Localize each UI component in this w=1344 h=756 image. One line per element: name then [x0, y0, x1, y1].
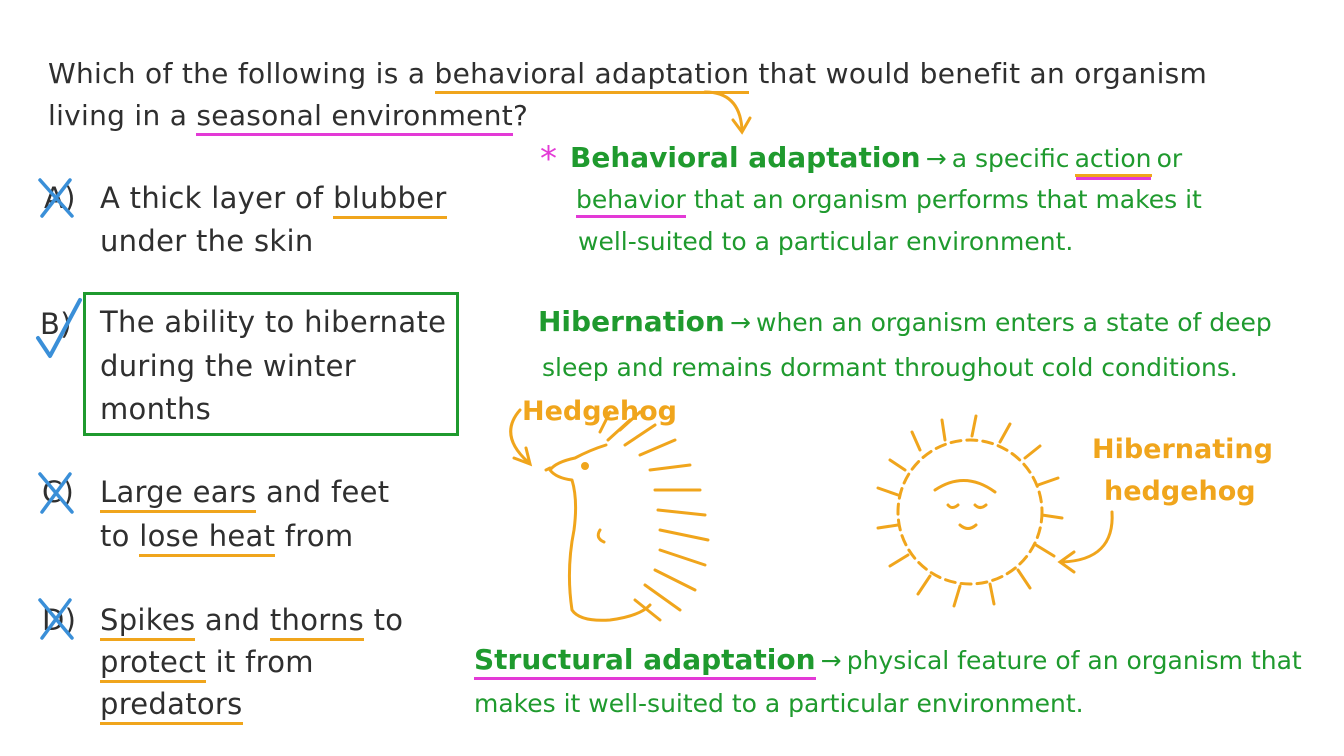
arrow-icon: → — [925, 144, 947, 173]
hedgehog-illustration — [544, 410, 710, 622]
hedgehog-label: Hedgehog — [522, 396, 677, 427]
definition-text: when an organism enters a state of deep — [756, 308, 1272, 337]
hibernating-label-line-2: hedgehog — [1104, 476, 1256, 507]
option-c-line-1[interactable]: Large ears and feet — [100, 475, 390, 513]
option-text: from — [275, 519, 354, 553]
question-text: that would benefit an organism — [758, 57, 1208, 90]
option-text: it from — [206, 645, 314, 679]
highlight-spikes: Spikes — [100, 603, 196, 641]
option-b-line-2[interactable]: during the winter — [100, 349, 356, 383]
definition-text: or — [1156, 144, 1183, 173]
hibernation-def-line-2: sleep and remains dormant throughout col… — [542, 353, 1238, 382]
option-b-line-1[interactable]: The ability to hibernate — [100, 305, 447, 339]
hibernating-hedgehog-illustration — [876, 414, 1064, 608]
question-text: living in a — [48, 99, 188, 132]
structural-def-line-1: Structural adaptation → physical feature… — [474, 643, 1302, 680]
question-line-2: living in a seasonal environment? — [48, 99, 529, 136]
arrow-icon: → — [820, 646, 842, 675]
highlight-lose-heat: lose heat — [139, 519, 276, 557]
option-c-line-2[interactable]: to lose heat from — [100, 519, 354, 557]
highlight-ears: ears — [183, 475, 257, 513]
option-d-line-3[interactable]: predators — [100, 687, 243, 725]
highlight-predators: predators — [100, 687, 243, 725]
hibernation-def-line-1: Hibernation → when an organism enters a … — [538, 305, 1272, 338]
behavioral-def-line-2: behavior that an organism performs that … — [576, 185, 1202, 218]
definition-text: a specific — [951, 144, 1070, 173]
question-line-1: Which of the following is a behavioral a… — [48, 57, 1208, 94]
structural-def-line-2: makes it well-suited to a particular env… — [474, 689, 1084, 718]
option-c-letter[interactable]: C) — [42, 475, 75, 509]
option-text: to — [100, 519, 140, 553]
highlight-thorns: thorns — [269, 603, 365, 641]
option-text: to — [364, 603, 404, 637]
definition-text: that an organism performs that makes it — [693, 185, 1202, 214]
option-d-line-1[interactable]: Spikes and thorns to — [100, 603, 404, 641]
definition-text: physical feature of an organism that — [846, 646, 1302, 675]
curved-arrow-icon — [703, 90, 752, 135]
option-b-line-3[interactable]: months — [100, 392, 212, 426]
option-a-line-1[interactable]: A thick layer of blubber — [100, 181, 447, 219]
hibernating-label-arrow-icon — [1057, 510, 1114, 574]
highlight-behavioral-adaptation: behavioral adaptation — [434, 57, 750, 94]
hibernation-term: Hibernation — [538, 305, 725, 338]
option-text: and — [195, 603, 270, 637]
behavioral-def-line-3: well-suited to a particular environment. — [578, 227, 1074, 256]
option-d-line-2[interactable]: protect it from — [100, 645, 314, 683]
correct-answer-box — [83, 292, 459, 436]
option-d-letter[interactable]: D) — [42, 603, 77, 637]
option-text: and feet — [256, 475, 390, 509]
highlight-large: Large — [100, 475, 184, 513]
asterisk-mark: * — [540, 139, 557, 179]
behavioral-adaptation-term: Behavioral adaptation — [570, 141, 921, 174]
highlight-blubber: blubber — [333, 181, 447, 219]
hibernating-label-line-1: Hibernating — [1092, 434, 1273, 465]
highlight-behavior: behavior — [576, 185, 686, 218]
option-a-line-2[interactable]: under the skin — [100, 224, 314, 258]
question-mark: ? — [513, 99, 529, 132]
option-a-letter[interactable]: A) — [44, 181, 76, 215]
structural-adaptation-term: Structural adaptation — [474, 643, 816, 680]
option-text: A thick layer of — [100, 181, 334, 215]
question-text: Which of the following is a — [48, 57, 426, 90]
highlight-seasonal-environment: seasonal environment — [196, 99, 514, 136]
highlight-protect: protect — [100, 645, 207, 683]
highlight-action: action — [1074, 144, 1152, 177]
option-b-letter[interactable]: B) — [40, 307, 72, 341]
arrow-icon: → — [729, 308, 751, 337]
behavioral-def-line-1: Behavioral adaptation → a specific actio… — [570, 141, 1183, 177]
